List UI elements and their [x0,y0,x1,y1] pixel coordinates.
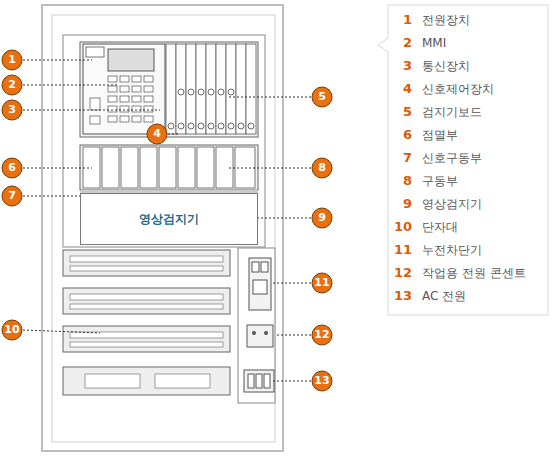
callout-number: 6 [2,161,22,175]
part-name: 검지기보드 [422,104,482,120]
callout-number: 9 [312,211,332,225]
part-name: 단자대 [422,219,458,235]
list-number: 7 [390,150,412,166]
list-number: 12 [390,265,412,281]
callout-number: 12 [312,328,332,342]
callout-number: 8 [312,161,332,175]
list-number: 4 [390,81,412,97]
callout-number: 5 [312,90,332,104]
list-number: 5 [390,104,412,120]
part-name: MMI [422,35,446,51]
part-name: 누전차단기 [422,242,482,258]
list-number: 6 [390,127,412,143]
list-number: 11 [390,242,412,258]
list-number: 13 [390,288,412,304]
list-number: 9 [390,196,412,212]
callout-number: 1 [2,53,22,67]
panel-label: 영상검지기 [139,211,199,228]
part-name: 신호제어장치 [422,81,494,97]
list-number: 1 [390,12,412,28]
list-number: 3 [390,58,412,74]
callout-number: 13 [312,374,332,388]
part-name: 작업용 전원 콘센트 [422,265,526,281]
part-name: 통신장치 [422,58,470,74]
list-number: 10 [390,219,412,235]
callout-number: 2 [2,78,22,92]
part-name: 신호구동부 [422,150,482,166]
callout-number: 4 [147,127,167,141]
callout-number: 3 [2,103,22,117]
callout-number: 7 [2,189,22,203]
list-number: 2 [390,35,412,51]
part-name: AC 전원 [422,288,466,304]
part-name: 전원장치 [422,12,470,28]
callout-number: 11 [312,276,332,290]
part-name: 구동부 [422,173,458,189]
callout-number: 10 [2,323,22,337]
part-name: 영상검지기 [422,196,482,212]
list-number: 8 [390,173,412,189]
detector-panel: 영상검지기 [80,193,258,245]
part-name: 점멸부 [422,127,458,143]
